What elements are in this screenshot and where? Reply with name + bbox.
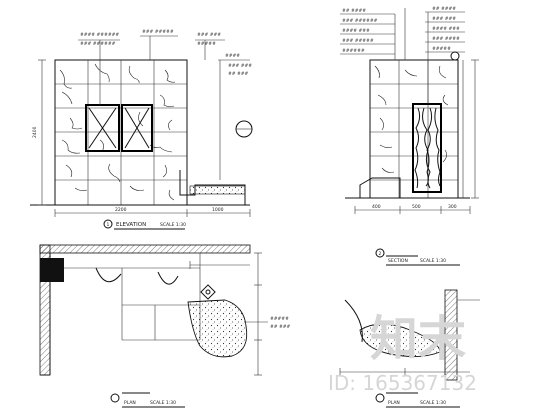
watermark-id: ID: 165367132 xyxy=(328,371,477,395)
svg-text:### ######: ### ###### xyxy=(80,41,116,47)
svg-text:#####: ##### xyxy=(270,316,289,322)
elevation-right-title: 2 SECTION SCALE 1:30 xyxy=(375,248,460,266)
wall-hatch-top xyxy=(39,244,251,254)
svg-text:1000: 1000 xyxy=(212,207,224,213)
marble-veins xyxy=(59,63,176,201)
svg-text:400: 400 xyxy=(372,204,381,210)
svg-text:PLAN: PLAN xyxy=(388,400,400,406)
glass-panel-left xyxy=(85,104,120,152)
plan-left-title: PLAN SCALE 1:30 xyxy=(110,392,185,408)
plan-right-title: PLAN SCALE 1:30 xyxy=(375,392,460,408)
svg-text:### #####: ### ##### xyxy=(142,29,174,35)
svg-text:SCALE 1:30: SCALE 1:30 xyxy=(150,400,176,406)
svg-text:### #####: ### ##### xyxy=(342,38,374,44)
svg-text:#### ###: #### ### xyxy=(342,28,370,34)
svg-text:SCALE 1:30: SCALE 1:30 xyxy=(160,222,186,228)
marble-grid xyxy=(55,60,187,205)
elevation-left-title: 1 ELEVATION SCALE 1:30 xyxy=(103,219,186,230)
svg-text:### ###: ### ### xyxy=(197,32,221,38)
svg-text:## ####: ## #### xyxy=(432,6,456,12)
svg-text:500: 500 xyxy=(412,204,421,210)
glass-panel-right xyxy=(121,104,153,152)
elevation-right: 400 500 300 ## #### ### ###### #### ### … xyxy=(340,6,479,266)
elevation-left: 2200 1000 2400 #### ###### ### ###### ##… xyxy=(30,29,253,230)
svg-text:SCALE 1:30: SCALE 1:30 xyxy=(420,258,446,264)
svg-text:### ###: ### ### xyxy=(228,63,252,69)
svg-text:## ####: ## #### xyxy=(342,8,366,14)
waterfall-feature xyxy=(412,103,442,193)
plan-right: PLAN SCALE 1:30 xyxy=(339,289,480,408)
svg-text:PLAN: PLAN xyxy=(124,400,136,406)
dimension-lines xyxy=(38,59,251,217)
pond-shape xyxy=(187,299,248,358)
svg-text:### ######: ### ###### xyxy=(342,18,378,24)
column-solid xyxy=(40,258,64,282)
svg-text:### ###: ### ### xyxy=(432,16,456,22)
svg-text:300: 300 xyxy=(448,204,457,210)
svg-text:1: 1 xyxy=(107,222,110,228)
north-marker xyxy=(200,284,216,300)
svg-text:## ###: ## ### xyxy=(270,324,291,330)
pond-shape-right xyxy=(359,323,441,357)
svg-text:######: ###### xyxy=(342,48,365,54)
watermark: 知末 ID: 165367132 xyxy=(328,311,477,395)
svg-text:#### ###: #### ### xyxy=(432,26,460,32)
svg-text:2200: 2200 xyxy=(115,207,127,213)
svg-text:2: 2 xyxy=(379,251,382,257)
svg-text:### ####: ### #### xyxy=(432,36,460,42)
svg-text:SECTION: SECTION xyxy=(388,258,408,264)
svg-text:## ###: ## ### xyxy=(228,71,249,77)
annotation-text: #### ###### ### ###### ### ##### ### ###… xyxy=(80,29,252,77)
svg-text:ELEVATION: ELEVATION xyxy=(116,222,146,228)
svg-text:#####: ##### xyxy=(432,46,451,52)
annotation-leaders xyxy=(78,35,250,180)
watermark-logo: 知末 xyxy=(370,311,466,367)
plan-left: ##### ## ### PLAN SCALE 1:30 xyxy=(39,244,291,408)
svg-text:2400: 2400 xyxy=(32,126,38,138)
svg-text:#### ######: #### ###### xyxy=(80,32,119,38)
svg-text:SCALE 1:30: SCALE 1:30 xyxy=(420,400,446,406)
svg-text:#####: ##### xyxy=(197,41,216,47)
svg-text:####: #### xyxy=(225,53,240,59)
wall-hatch-right xyxy=(444,289,458,381)
